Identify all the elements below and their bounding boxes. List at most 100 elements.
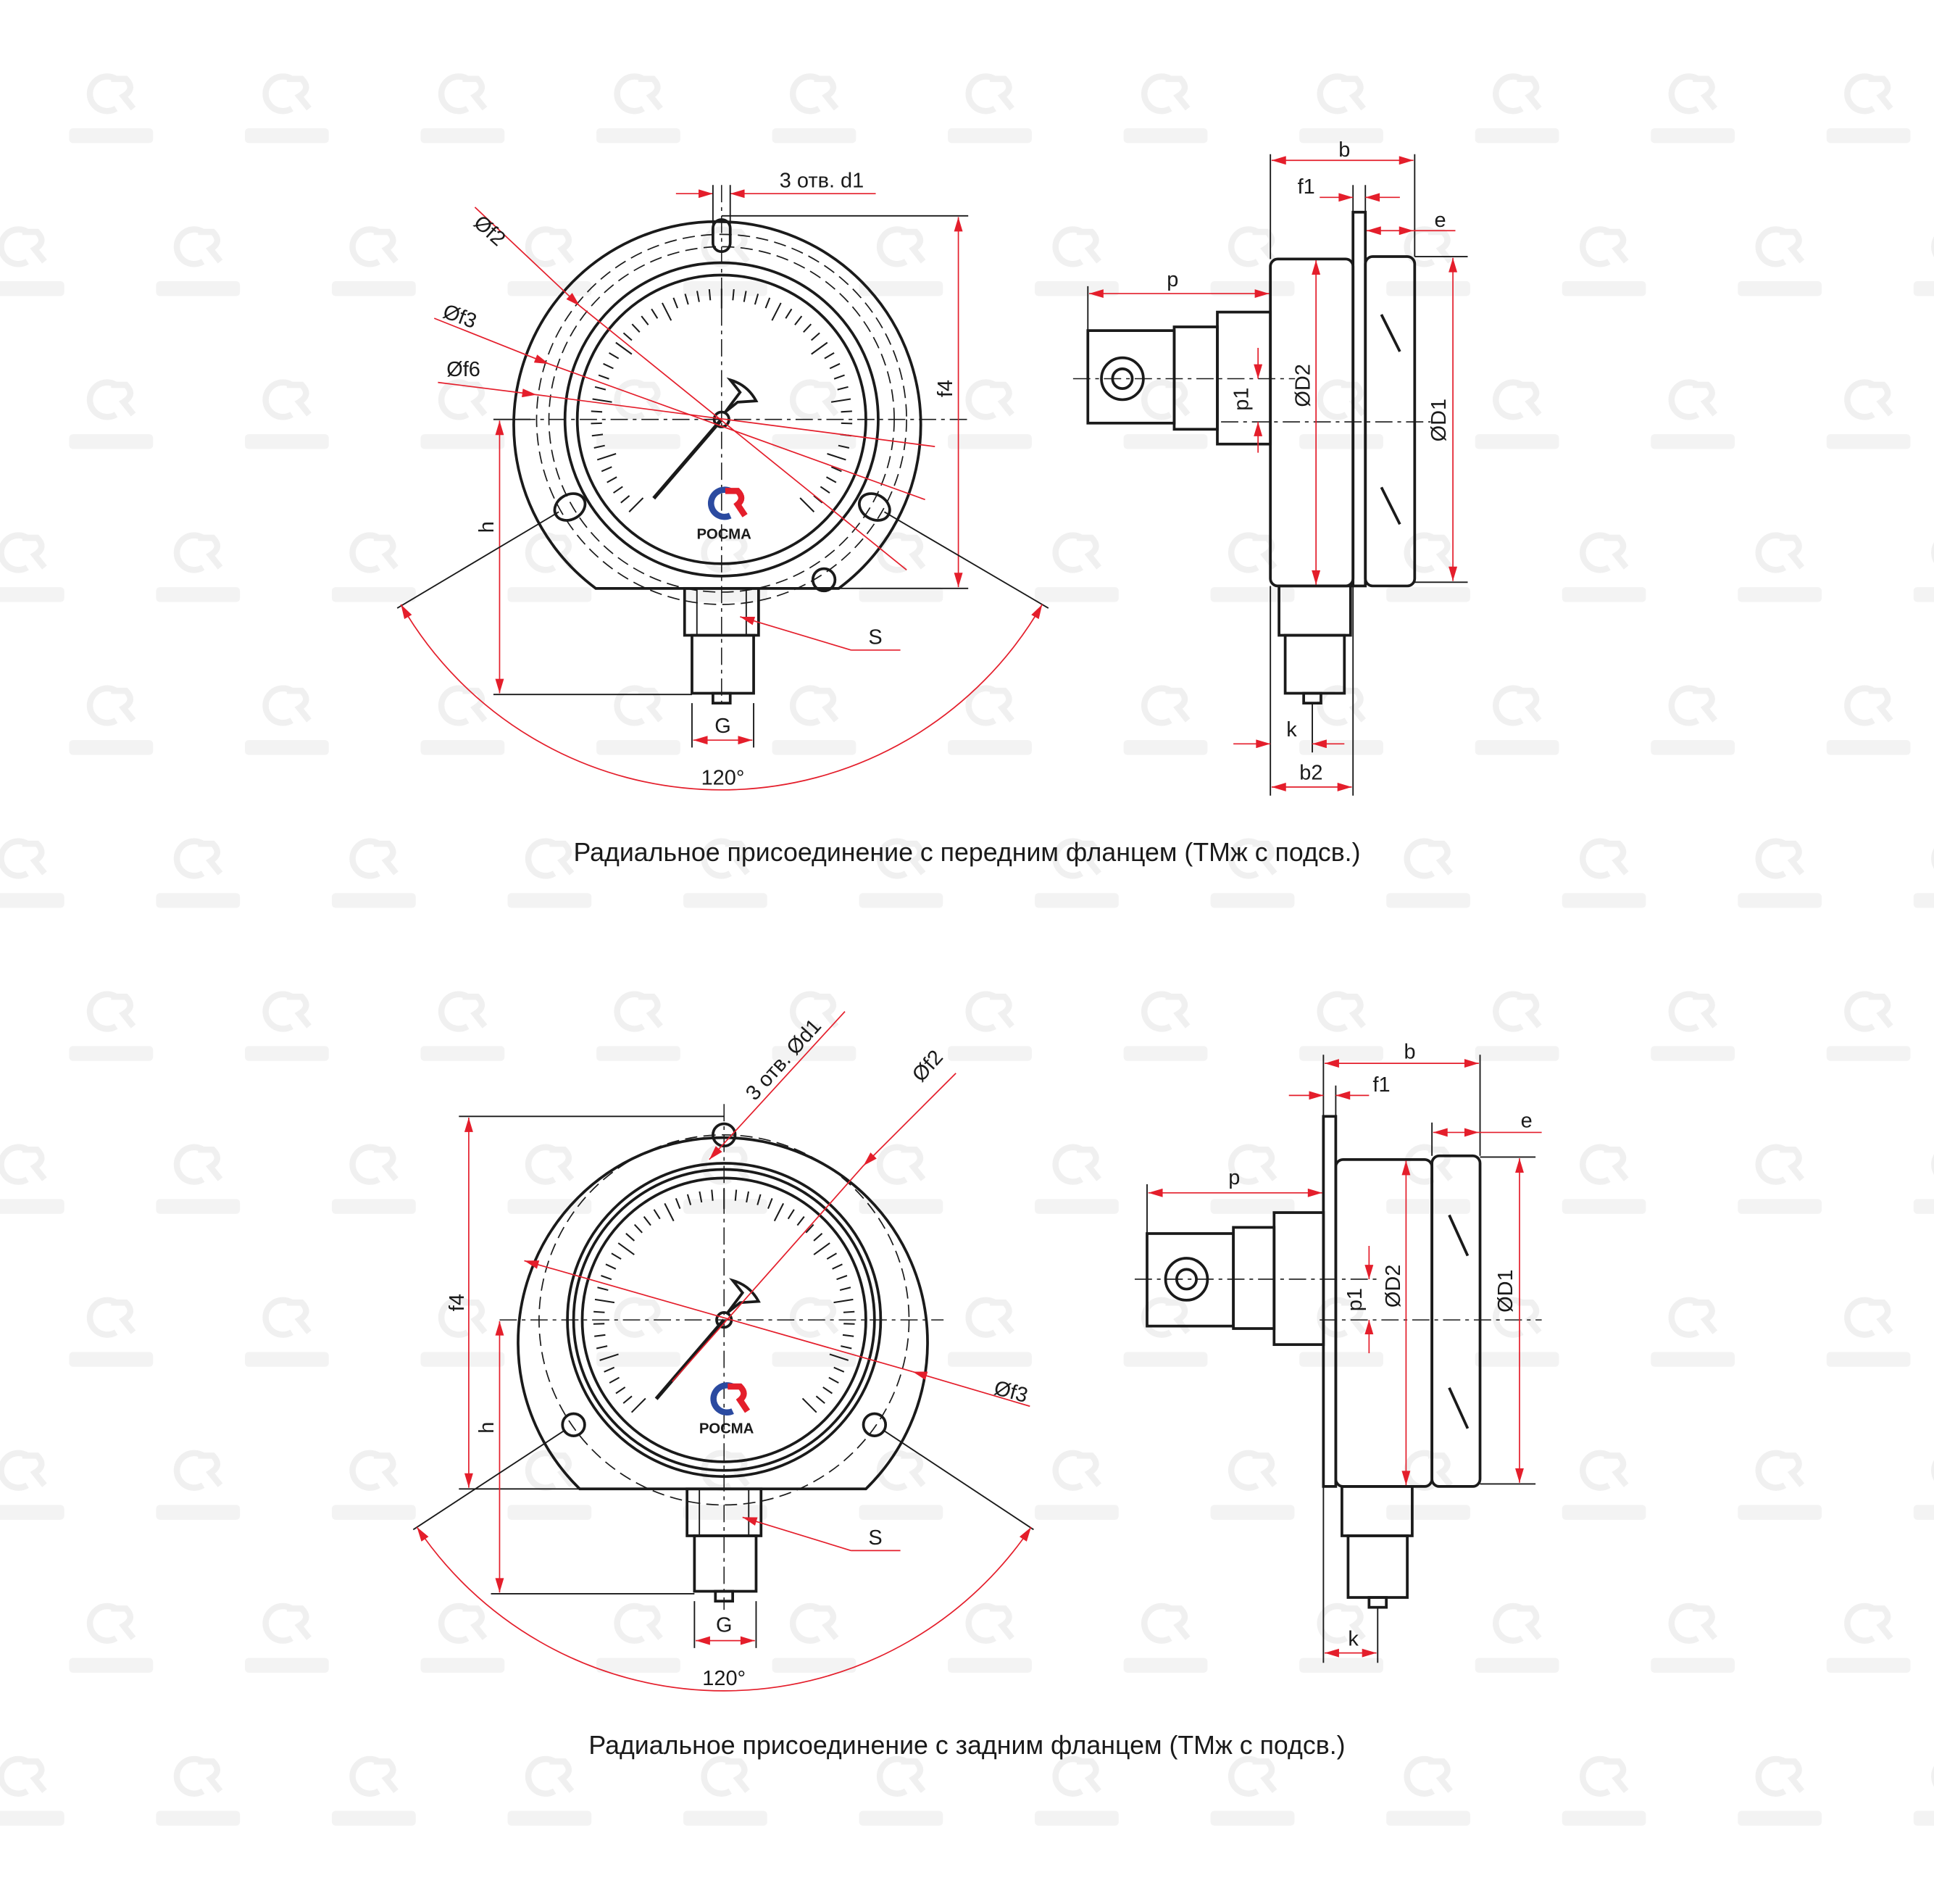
watermark-wordmark-icon xyxy=(1035,893,1119,908)
watermark-logo xyxy=(331,226,416,296)
watermark-icon xyxy=(1228,1144,1277,1185)
watermark-logo xyxy=(772,379,856,449)
watermark-wordmark-icon xyxy=(1123,1658,1208,1673)
dim-label-k: k xyxy=(1348,1627,1359,1650)
watermark-icon xyxy=(1844,73,1893,115)
watermark-wordmark-icon xyxy=(244,1046,329,1061)
watermark-wordmark-icon xyxy=(1913,1505,1934,1520)
front-flange-outline xyxy=(512,220,922,590)
watermark-wordmark-icon xyxy=(1210,587,1295,602)
dim-label-g: G xyxy=(714,715,730,738)
watermark-icon xyxy=(1755,1450,1805,1491)
watermark-logo xyxy=(244,1297,329,1367)
watermark-wordmark-icon xyxy=(859,893,943,908)
scale-tick xyxy=(764,297,771,309)
scale-tick xyxy=(824,352,835,359)
watermark-logo xyxy=(596,1297,680,1367)
watermark-icon xyxy=(1580,1450,1629,1491)
watermark-logo xyxy=(596,73,680,144)
watermark-icon xyxy=(262,685,312,726)
watermark-logo xyxy=(69,685,154,755)
watermark-icon xyxy=(438,379,488,420)
bottom-front-view: РОСМА 3 отв. Ød1 Øf2 Øf3 f4 h S G 120° xyxy=(412,1011,1034,1692)
scale-tick xyxy=(641,315,649,325)
watermark-icon xyxy=(349,1450,399,1491)
watermark-icon xyxy=(1228,532,1277,573)
logo-arc-icon xyxy=(710,1382,734,1415)
dim-label-s: S xyxy=(868,1526,882,1550)
watermark-logo xyxy=(1826,1602,1911,1673)
watermark-icon xyxy=(438,991,488,1032)
dial-scale xyxy=(593,1189,855,1413)
watermark-logo xyxy=(420,1297,505,1367)
watermark-icon xyxy=(262,991,312,1032)
dim-label-p1: p1 xyxy=(1343,1288,1367,1311)
scale-tick xyxy=(622,332,633,341)
watermark-logo xyxy=(1475,1602,1559,1673)
watermark-wordmark-icon xyxy=(1738,1505,1822,1520)
watermark-icon xyxy=(1052,838,1101,879)
watermark-logo xyxy=(420,991,505,1061)
dim-label-angle: 120° xyxy=(701,766,745,789)
watermark-wordmark-icon xyxy=(1651,1046,1735,1061)
watermark-icon xyxy=(614,1297,663,1338)
watermark-wordmark-icon xyxy=(0,893,64,908)
watermark-icon xyxy=(86,991,136,1032)
scale-tick xyxy=(829,362,841,370)
scale-tick xyxy=(601,466,612,473)
watermark-icon xyxy=(789,685,839,726)
watermark-icon xyxy=(0,1755,47,1797)
watermark-icon xyxy=(1844,1602,1893,1644)
scale-tick xyxy=(607,476,617,483)
scale-tick xyxy=(601,1275,612,1281)
watermark-icon xyxy=(701,532,750,573)
dial-logo: РОСМА xyxy=(696,486,751,543)
watermark-wordmark-icon xyxy=(948,1352,1032,1367)
watermark-icon xyxy=(1228,838,1277,879)
watermark-logo xyxy=(420,1602,505,1673)
watermark-logo xyxy=(596,991,680,1061)
watermark-wordmark-icon xyxy=(420,128,505,144)
watermark-logo xyxy=(1562,838,1646,908)
dim-label-d2: ØD2 xyxy=(1382,1265,1405,1308)
watermark-icon xyxy=(789,73,839,115)
watermark-wordmark-icon xyxy=(1475,434,1559,449)
mount-slot-left xyxy=(553,492,587,522)
watermark-icon xyxy=(1141,1297,1191,1338)
watermark-icon xyxy=(262,1297,312,1338)
watermark-wordmark-icon xyxy=(1913,587,1934,602)
dial-logo-text: РОСМА xyxy=(699,1421,754,1437)
scale-tick xyxy=(811,341,828,355)
scale-tick xyxy=(594,1298,615,1304)
light-connector xyxy=(811,567,837,593)
scale-tick xyxy=(615,1387,626,1394)
watermark-wordmark-icon xyxy=(69,434,154,449)
watermark-icon xyxy=(614,1602,663,1644)
watermark-wordmark-icon xyxy=(156,587,241,602)
watermark-logo xyxy=(1035,838,1119,908)
scale-tick xyxy=(628,497,644,512)
dim-label-b: b xyxy=(1404,1040,1415,1063)
scale-tick xyxy=(592,398,612,403)
watermark-logo xyxy=(0,1144,64,1214)
watermark-wordmark-icon xyxy=(0,1505,64,1520)
watermark-logo xyxy=(1826,685,1911,755)
watermark-icon xyxy=(876,226,926,267)
scale-tick xyxy=(833,1298,854,1304)
watermark-wordmark-icon xyxy=(507,1811,592,1826)
watermark-wordmark-icon xyxy=(1299,128,1383,144)
rear-hex xyxy=(1086,329,1176,425)
scale-tick xyxy=(785,308,793,319)
scale-tick xyxy=(622,1395,633,1404)
watermark-logo xyxy=(683,1755,767,1826)
scale-tick xyxy=(708,288,712,301)
watermark-icon xyxy=(1052,1144,1101,1185)
watermark-logo xyxy=(156,532,241,602)
logo-r-icon xyxy=(728,1383,751,1413)
watermark-wordmark-icon xyxy=(1651,434,1735,449)
watermark-logo xyxy=(948,379,1032,449)
watermark-wordmark-icon xyxy=(683,1811,767,1826)
watermark-logo xyxy=(244,991,329,1061)
side-stem-thread xyxy=(1283,633,1346,695)
